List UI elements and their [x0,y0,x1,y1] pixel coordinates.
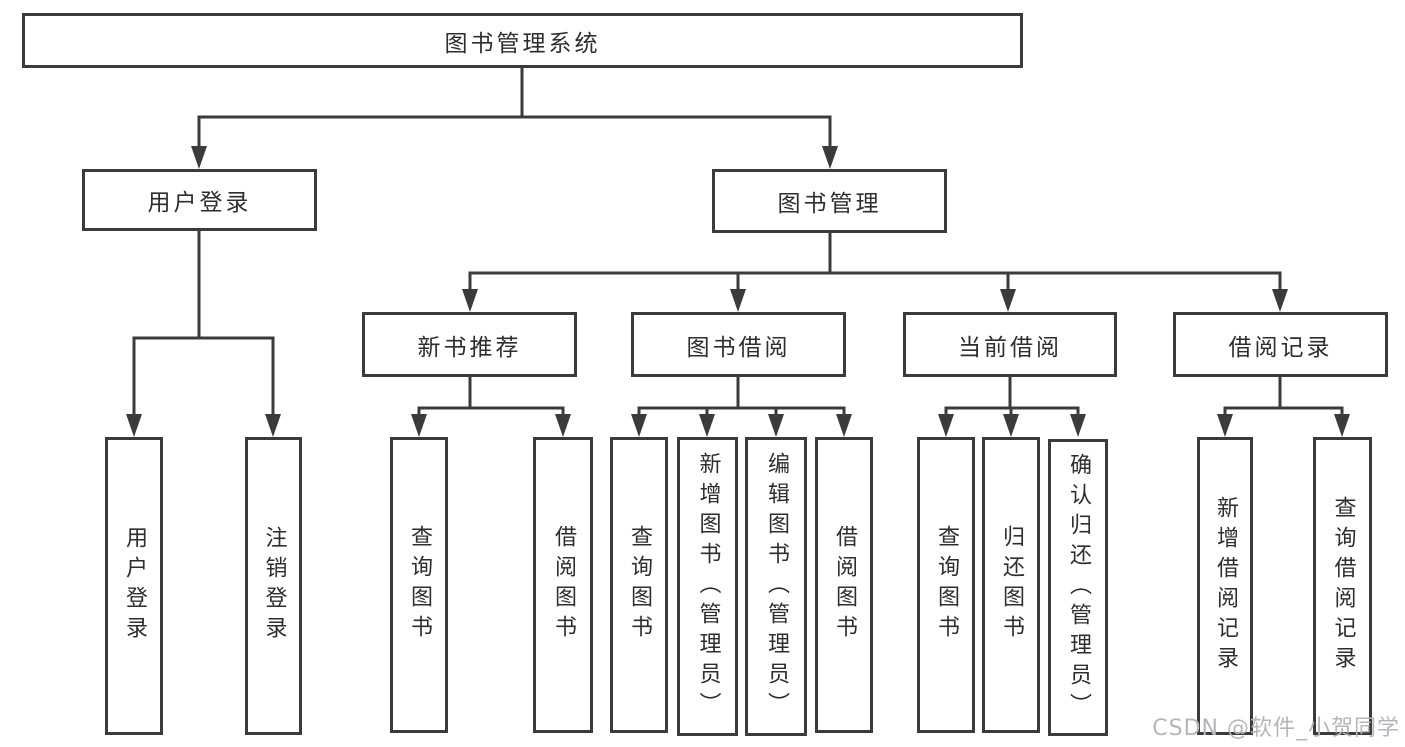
node-label: 查询借阅记录 [1330,496,1356,676]
node-book-management: 图书管理 [712,169,947,233]
node-label: 新增图书（管理员） [695,451,721,722]
node-book-borrowing: 图书借阅 [631,312,846,377]
node-label: 查询图书 [407,525,432,645]
node-label: 新增借阅记录 [1213,496,1238,676]
node-bb-query-books: 查询图书 [610,437,668,733]
node-current-borrowing: 当前借阅 [903,312,1117,377]
node-borrowing-records: 借阅记录 [1173,312,1388,377]
node-nbr-borrow-books: 借阅图书 [533,437,593,733]
node-br-query-borrow-record: 查询借阅记录 [1313,437,1372,735]
node-label: 归还图书 [999,525,1024,645]
node-label: 新书推荐 [417,334,522,361]
node-bb-edit-books-admin: 编辑图书（管理员） [745,437,807,736]
node-user-login-action: 用户登录 [105,437,163,735]
node-label: 借阅记录 [1228,334,1333,361]
node-new-book-recommendation: 新书推荐 [362,312,577,377]
node-label: 确认归还（管理员） [1066,452,1091,723]
node-label: 借阅图书 [832,525,857,645]
node-label: 用户登录 [147,190,252,216]
node-cb-return-books: 归还图书 [982,437,1040,733]
node-label: 编辑图书（管理员） [764,451,789,722]
node-br-add-borrow-record: 新增借阅记录 [1197,437,1253,735]
node-label: 当前借阅 [958,334,1062,361]
node-label: 用户登录 [122,526,147,646]
node-library-management-system: 图书管理系统 [22,13,1023,68]
node-label: 图书借阅 [686,334,791,361]
node-logout-action: 注销登录 [245,437,302,735]
node-nbr-query-books: 查询图书 [390,437,448,733]
node-label: 图书管理系统 [444,30,601,57]
node-label: 图书管理 [777,191,882,217]
node-label: 查询图书 [934,525,959,645]
node-bb-borrow-books: 借阅图书 [815,437,873,733]
node-cb-query-books: 查询图书 [917,437,975,733]
node-label: 注销登录 [261,526,287,646]
node-user-login: 用户登录 [82,169,317,231]
node-bb-add-books-admin: 新增图书（管理员） [677,437,738,736]
watermark: CSDN @软件_小贺同学 [1152,716,1400,741]
node-label: 借阅图书 [551,525,576,645]
node-label: 查询图书 [627,525,652,645]
node-cb-confirm-return-admin: 确认归还（管理员） [1048,439,1108,736]
